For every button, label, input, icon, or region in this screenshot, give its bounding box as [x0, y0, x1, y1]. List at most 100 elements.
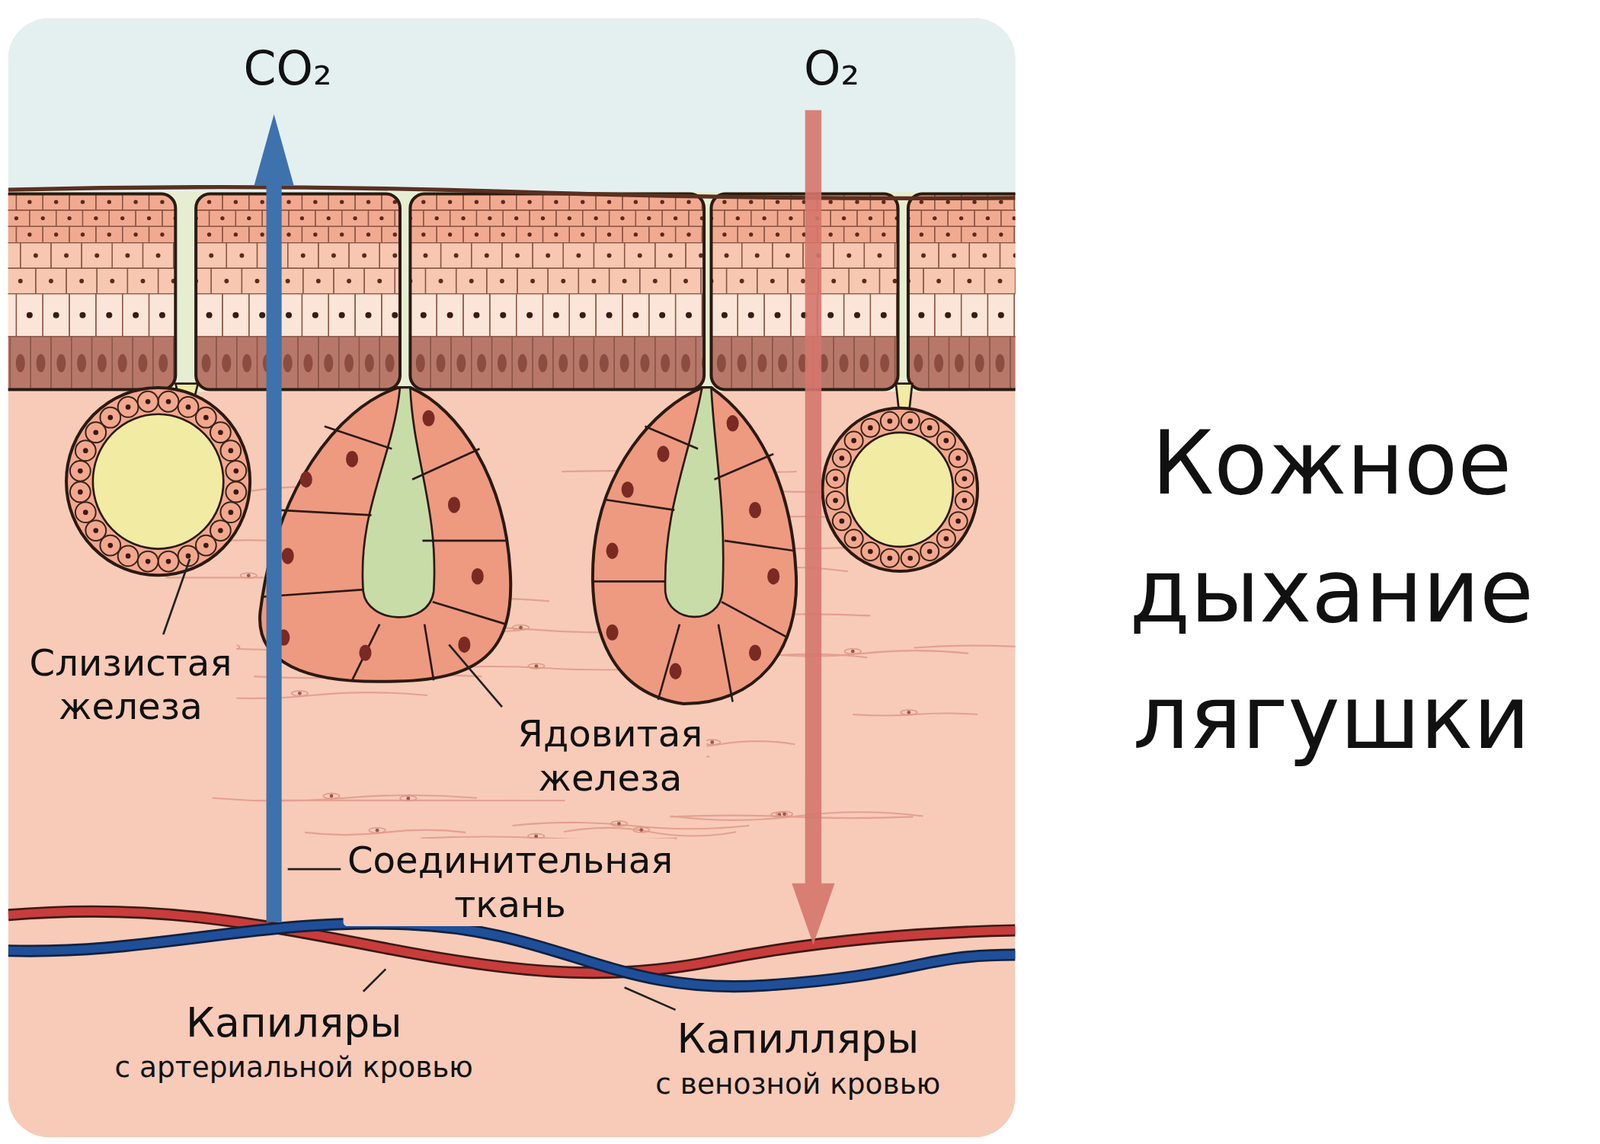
nucleus	[246, 573, 251, 578]
cell	[726, 268, 758, 294]
nucleus	[239, 253, 244, 259]
cell	[556, 210, 583, 227]
fibroblast	[844, 649, 861, 655]
nucleus	[79, 278, 84, 284]
leader-line	[288, 868, 342, 871]
cell	[82, 210, 109, 227]
nucleus	[352, 216, 357, 221]
cell	[947, 210, 975, 227]
cell	[20, 243, 52, 269]
cell	[1000, 243, 1016, 269]
cell	[573, 336, 595, 391]
nucleus	[985, 216, 990, 221]
nucleus	[448, 496, 461, 513]
nucleus	[737, 354, 747, 373]
epidermis-block	[8, 193, 176, 390]
cell	[529, 210, 557, 227]
cell	[532, 243, 564, 269]
cell	[301, 193, 329, 210]
cell	[961, 294, 989, 337]
nucleus	[469, 278, 474, 284]
nucleus	[553, 200, 558, 205]
nucleus	[484, 253, 490, 259]
cell	[593, 243, 624, 269]
nucleus	[147, 216, 151, 221]
cell	[195, 210, 209, 227]
nucleus	[93, 216, 98, 221]
nucleus	[76, 354, 87, 373]
cell	[879, 268, 898, 294]
nucleus	[868, 216, 873, 221]
nucleus	[133, 232, 138, 237]
nucleus	[364, 312, 372, 319]
cell	[609, 210, 637, 227]
nucleus	[366, 232, 371, 237]
cell	[569, 226, 596, 243]
cell	[430, 336, 452, 391]
nucleus	[673, 216, 678, 221]
cell	[547, 268, 579, 294]
block-outline	[409, 193, 704, 390]
nucleus	[312, 312, 319, 319]
cell	[751, 210, 778, 227]
cell	[16, 226, 43, 243]
cell	[502, 210, 530, 227]
nucleus	[606, 312, 613, 319]
nucleus	[606, 624, 619, 641]
cell-wall	[412, 448, 480, 480]
cell	[961, 226, 989, 243]
nucleus	[580, 232, 585, 237]
fiber	[563, 828, 737, 837]
cell-layer	[710, 243, 898, 295]
cell	[655, 243, 686, 269]
cell-wall	[606, 499, 676, 510]
nucleus	[133, 200, 138, 205]
cell	[516, 294, 544, 337]
nucleus	[620, 216, 624, 221]
cell	[226, 243, 257, 269]
nucleus	[94, 253, 100, 259]
cell	[425, 268, 456, 294]
nucleus	[606, 543, 619, 560]
nucleus	[907, 419, 913, 425]
cell	[135, 210, 163, 227]
nucleus	[633, 232, 638, 237]
nucleus	[260, 232, 265, 237]
nucleus	[906, 710, 911, 715]
cell	[476, 210, 503, 227]
nucleus	[361, 253, 367, 259]
annotation-label: Слизистая железа	[25, 640, 237, 730]
nucleus	[828, 200, 833, 205]
nucleus	[944, 312, 951, 319]
cell	[9, 336, 31, 391]
nucleus	[14, 216, 19, 221]
nucleus	[659, 312, 666, 319]
nucleus	[919, 200, 924, 205]
nucleus	[918, 312, 925, 319]
fibroblast	[900, 710, 917, 716]
cell	[543, 226, 570, 243]
nucleus	[946, 232, 951, 237]
arrow-head	[791, 883, 835, 945]
nucleus	[54, 232, 58, 237]
nucleus	[107, 232, 112, 237]
cell	[670, 268, 701, 294]
gland-cell	[832, 448, 852, 468]
gland-cell	[880, 549, 900, 568]
cell	[543, 193, 570, 210]
annotation-label: CO₂	[239, 41, 336, 98]
cell	[662, 210, 689, 227]
nucleus	[998, 312, 1005, 319]
nucleus	[580, 200, 585, 205]
nucleus	[851, 536, 857, 542]
nucleus	[710, 740, 714, 745]
nucleus	[156, 253, 161, 259]
cell	[235, 210, 263, 227]
nucleus	[724, 253, 730, 259]
cell	[1010, 336, 1016, 391]
nucleus	[971, 312, 978, 319]
nucleus	[854, 232, 859, 237]
epidermis	[8, 193, 1016, 390]
gland-cell	[178, 396, 199, 418]
nucleus	[476, 354, 487, 373]
